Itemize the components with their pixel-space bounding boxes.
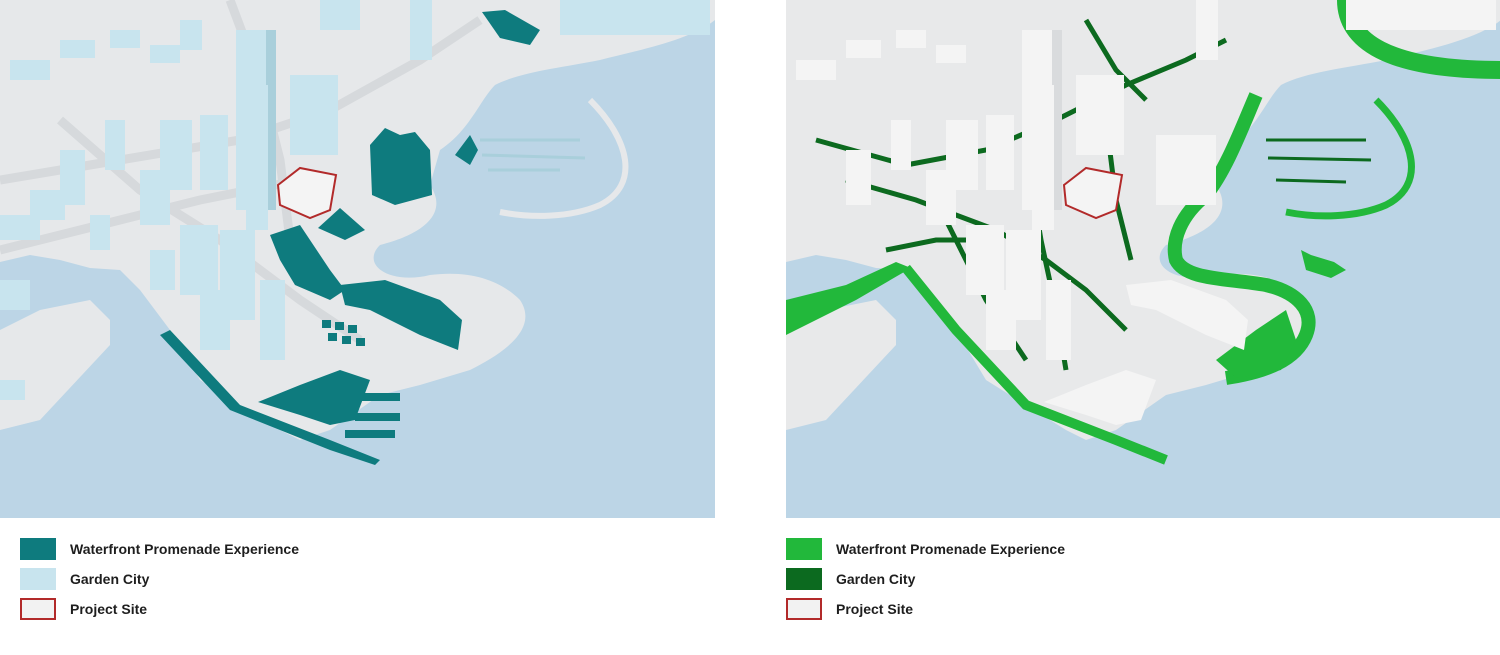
waterfront-promenade xyxy=(160,10,540,465)
promenade-south xyxy=(902,264,1168,465)
swatch-garden-city xyxy=(786,568,822,590)
project-site xyxy=(1062,166,1124,220)
promenade-head xyxy=(1216,310,1296,378)
marina-piers xyxy=(480,138,586,172)
swatch-project-site xyxy=(786,598,822,620)
legend-right: Waterfront Promenade Experience Garden C… xyxy=(786,537,1065,627)
swatch-garden-city xyxy=(20,568,56,590)
swatch-project-site xyxy=(20,598,56,620)
legend-label: Waterfront Promenade Experience xyxy=(836,541,1065,557)
legend-label: Project Site xyxy=(70,601,148,617)
garden-city-buildings xyxy=(0,0,710,400)
legend-label: Waterfront Promenade Experience xyxy=(70,541,299,557)
promenade-west xyxy=(786,262,911,335)
legend-label: Garden City xyxy=(70,571,150,587)
legend-item-garden-city: Garden City xyxy=(786,567,1065,591)
land-mass xyxy=(0,0,715,440)
legend-label: Garden City xyxy=(836,571,916,587)
land-southwest xyxy=(786,300,896,430)
breakwater xyxy=(499,97,629,219)
legend-item-project-site: Project Site xyxy=(786,597,1065,621)
map-panel-left xyxy=(0,0,715,518)
legend-label: Project Site xyxy=(836,601,914,617)
legend-item-project-site: Project Site xyxy=(20,597,299,621)
promenade-breakwater xyxy=(1285,97,1415,220)
buildings xyxy=(796,0,1496,425)
swatch-waterfront xyxy=(786,538,822,560)
legend-left: Waterfront Promenade Experience Garden C… xyxy=(20,537,299,627)
map-panel-right xyxy=(786,0,1500,518)
land-mass xyxy=(786,0,1500,440)
project-site xyxy=(276,166,338,220)
swatch-waterfront xyxy=(20,538,56,560)
waterfront-map-right xyxy=(786,0,1500,518)
land-southwest xyxy=(0,300,110,430)
legend-item-waterfront: Waterfront Promenade Experience xyxy=(20,537,299,561)
legend-item-garden-city: Garden City xyxy=(20,567,299,591)
marina-piers xyxy=(1266,138,1372,184)
legend-item-waterfront: Waterfront Promenade Experience xyxy=(786,537,1065,561)
promenade-spit xyxy=(1301,250,1346,278)
waterfront-map-left xyxy=(0,0,715,518)
